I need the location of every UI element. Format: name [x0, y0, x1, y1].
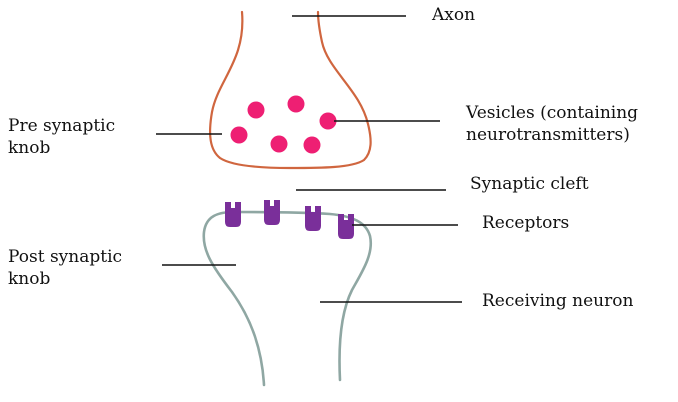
pre-synaptic-knob-label: Pre synaptic knob [8, 115, 115, 159]
synaptic-cleft-label: Synaptic cleft [470, 173, 589, 195]
receptor [264, 200, 280, 225]
receptors [225, 200, 354, 239]
receptors-label: Receptors [482, 212, 569, 234]
vesicle [231, 127, 248, 144]
vesicles-label: Vesicles (containing neurotransmitters) [466, 102, 638, 146]
axon-label: Axon [432, 4, 475, 26]
receptor [305, 206, 321, 231]
receiving-neuron-label: Receiving neuron [482, 290, 633, 312]
synaptic-cleft-label-text: Synaptic cleft [470, 174, 589, 194]
pre-synaptic-label-line1: Pre synaptic [8, 115, 115, 137]
post-synaptic-knob-label: Post synaptic knob [8, 246, 122, 290]
vesicle [288, 96, 305, 113]
vesicles-label-line1: Vesicles (containing [466, 102, 638, 124]
pre-synaptic-label-line2: knob [8, 137, 115, 159]
vesicle [304, 137, 321, 154]
post-synaptic-label-line2: knob [8, 268, 122, 290]
receptor [225, 202, 241, 227]
vesicle [248, 102, 265, 119]
vesicles-label-line2: neurotransmitters) [466, 124, 638, 146]
post-synaptic-label-line1: Post synaptic [8, 246, 122, 268]
receiving-neuron-label-text: Receiving neuron [482, 291, 633, 311]
vesicle [271, 136, 288, 153]
vesicles [231, 96, 337, 154]
receptors-label-text: Receptors [482, 213, 569, 233]
axon-label-text: Axon [432, 5, 475, 25]
vesicle [320, 113, 337, 130]
presynaptic-knob-outline [210, 12, 371, 168]
